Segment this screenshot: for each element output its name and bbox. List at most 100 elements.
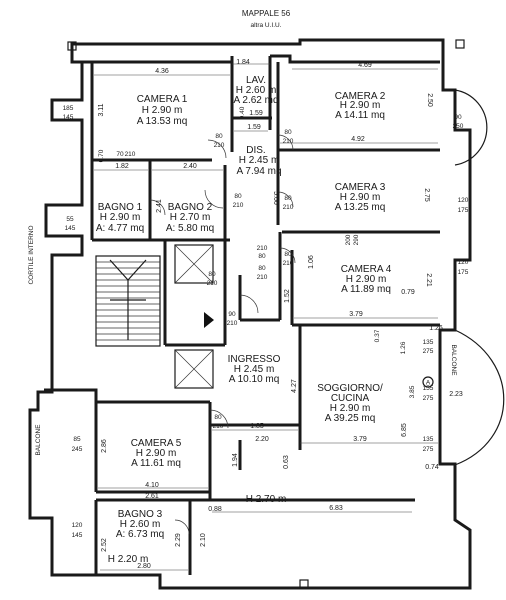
bagno1-height: H 2.90 m <box>100 212 141 223</box>
mappale-subtitle: altra U.I.U. <box>250 22 281 29</box>
dim-063: 0.63 <box>283 455 290 469</box>
dim-074: 0.74 <box>425 464 439 471</box>
open-90: 90 <box>454 114 462 121</box>
entrance-arrow-icon <box>204 312 214 328</box>
balcony-right-label: BALCONE <box>450 344 457 376</box>
room-camera1: CAMERA 1 H 2.90 m A 13.53 mq <box>137 94 188 127</box>
lav-name: LAV. <box>246 75 266 86</box>
internal-walls <box>82 54 440 575</box>
soggiorno-area: A 39.25 mq <box>325 413 376 424</box>
open-80f: 80 <box>258 265 266 272</box>
bagno2-name: BAGNO 2 <box>168 202 213 213</box>
open-175b: 175 <box>458 269 469 276</box>
open-145b: 145 <box>65 225 76 232</box>
bagno3-height: H 2.60 m <box>120 519 161 530</box>
courtyard-label: CORTILE INTERNO <box>28 225 35 284</box>
dim-275: 2.75 <box>423 188 430 202</box>
open-210i: 210 <box>213 423 224 430</box>
dim-261: 2.61 <box>145 493 159 500</box>
bagno3-area: A: 6.73 mq <box>116 529 164 540</box>
dim-194: 1.94 <box>232 453 239 467</box>
open-90e: 90 <box>228 311 236 318</box>
open-135a: 135 <box>423 339 434 346</box>
room-camera4: CAMERA 4 H 2.90 m A 11.89 mq <box>341 264 392 295</box>
dim-379a: 3.79 <box>349 311 363 318</box>
open-250: 250 <box>453 123 464 130</box>
bagno3-name: BAGNO 3 <box>118 509 163 520</box>
soggiorno-name2: CUCINA <box>331 393 370 404</box>
mappale-title: MAPPALE 56 <box>242 9 291 18</box>
dis-area: A 7.94 mq <box>236 166 281 177</box>
dim-252: 2.52 <box>101 538 108 552</box>
dimension-labels-vertical: 3.11 2.50 0.70 0.40 2.41 5.00 2.75 2.21 … <box>98 93 433 552</box>
dim-250: 2.50 <box>426 93 433 107</box>
dis-name: DIS. <box>246 145 265 156</box>
room-bagno3: BAGNO 3 H 2.60 m A: 6.73 mq <box>116 509 164 540</box>
dim-210: 2.10 <box>200 533 207 547</box>
camera1-area: A 13.53 mq <box>137 116 188 127</box>
open-80b: 80 <box>284 129 292 136</box>
bagno2-area: A: 5.80 mq <box>166 223 214 234</box>
open-80a: 80 <box>215 133 223 140</box>
corridor-height: H 2.70 m <box>246 494 287 505</box>
dim-492: 4.92 <box>351 136 365 143</box>
open-120c: 120 <box>72 522 83 529</box>
camera4-height: H 2.90 m <box>346 274 387 285</box>
dim-159b: 1.59 <box>249 110 263 117</box>
dim-223: 2.23 <box>449 391 463 398</box>
elevator-shafts <box>174 244 214 389</box>
open-175a: 175 <box>458 207 469 214</box>
soggiorno-height: H 2.90 m <box>330 403 371 414</box>
camera1-height: H 2.90 m <box>142 105 183 116</box>
room-camera5: CAMERA 5 H 2.90 m A 11.61 mq <box>131 438 182 469</box>
open-210k: 210 <box>257 245 268 252</box>
staircase <box>95 255 161 347</box>
balcony-arcs <box>30 89 505 466</box>
open-80c: 80 <box>234 193 242 200</box>
open-145c: 145 <box>72 532 83 539</box>
room-dis: DIS. H 2.45 m A 7.94 mq <box>236 145 281 177</box>
ingresso-name: INGRESSO <box>228 354 281 365</box>
open-120b: 120 <box>458 259 469 266</box>
marker-a: A <box>426 380 431 387</box>
open-275a: 275 <box>423 348 434 355</box>
camera2-area: A 14.11 mq <box>335 110 385 121</box>
door-swings <box>149 134 296 535</box>
open-85: 85 <box>73 436 81 443</box>
open-210e: 210 <box>283 260 294 267</box>
dim-126b: 1.26 <box>400 341 407 354</box>
dis-height: H 2.45 m <box>239 155 280 166</box>
open-210f: 210 <box>257 274 268 281</box>
open-80h: 80 <box>214 414 222 421</box>
dim-220a: 2.20 <box>255 436 269 443</box>
open-185: 185 <box>63 105 74 112</box>
open-210b: 210 <box>283 138 294 145</box>
dimension-lines <box>94 63 438 571</box>
open-210a: 210 <box>214 142 225 149</box>
outer-walls <box>28 38 472 590</box>
dim-182: 1.82 <box>115 163 129 170</box>
camera4-name: CAMERA 4 <box>341 264 392 275</box>
camera5-name: CAMERA 5 <box>131 438 182 449</box>
open-135b: 135 <box>423 436 434 443</box>
room-soggiorno: SOGGIORNO/ CUCINA H 2.90 m A 39.25 mq <box>317 383 383 424</box>
camera2-name: CAMERA 2 <box>335 91 386 102</box>
dim-410: 4.10 <box>145 482 159 489</box>
camera3-height: H 2.90 m <box>340 192 381 203</box>
dim-379b: 3.79 <box>353 436 367 443</box>
open-80i: 80 <box>258 253 266 260</box>
dim-685: 6.85 <box>401 423 408 437</box>
open-210j: 210 <box>125 151 136 158</box>
open-200: 200 <box>345 234 352 245</box>
dim-126: 1.26 <box>429 325 443 332</box>
camera5-height: H 2.90 m <box>136 448 177 459</box>
open-155: 155 <box>423 385 434 392</box>
room-lav: LAV. H 2.60 m A 2.62 mq <box>233 75 278 106</box>
room-bagno1: BAGNO 1 H 2.90 m A: 4.77 mq <box>96 202 144 234</box>
room-bagno2: BAGNO 2 H 2.70 m A: 5.80 mq <box>166 202 214 234</box>
dim-311: 3.11 <box>98 103 105 116</box>
open-245: 245 <box>72 446 83 453</box>
open-210g: 210 <box>207 280 218 287</box>
camera2-height: H 2.90 m <box>340 100 381 111</box>
open-290: 290 <box>353 234 360 245</box>
